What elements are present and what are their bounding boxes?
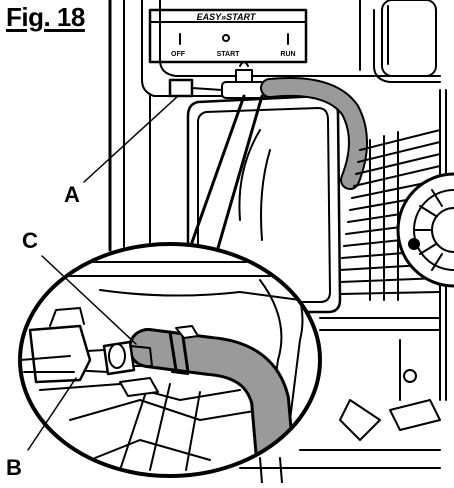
recoil-starter — [396, 172, 454, 288]
engine-base — [239, 317, 441, 484]
figure-title: Fig. 18 — [6, 2, 85, 32]
leader-b — [27, 377, 77, 451]
fuel-tank — [186, 94, 342, 314]
fuel-hose-upper — [260, 76, 368, 190]
control-panel — [148, 8, 308, 64]
panel-start-label: START — [217, 51, 241, 58]
panel-off-label: OFF — [171, 51, 186, 58]
leader-a — [83, 95, 179, 183]
panel-brand-text: EASY»START — [197, 12, 257, 22]
leader-c — [41, 255, 137, 345]
callout-a: A — [64, 182, 80, 207]
callout-c: C — [22, 228, 38, 253]
fuel-valve-top — [168, 61, 267, 99]
panel-run-label: RUN — [280, 51, 295, 58]
detail-magnifier — [18, 242, 322, 478]
callout-b: B — [6, 455, 22, 480]
zoom-cone — [188, 94, 264, 250]
